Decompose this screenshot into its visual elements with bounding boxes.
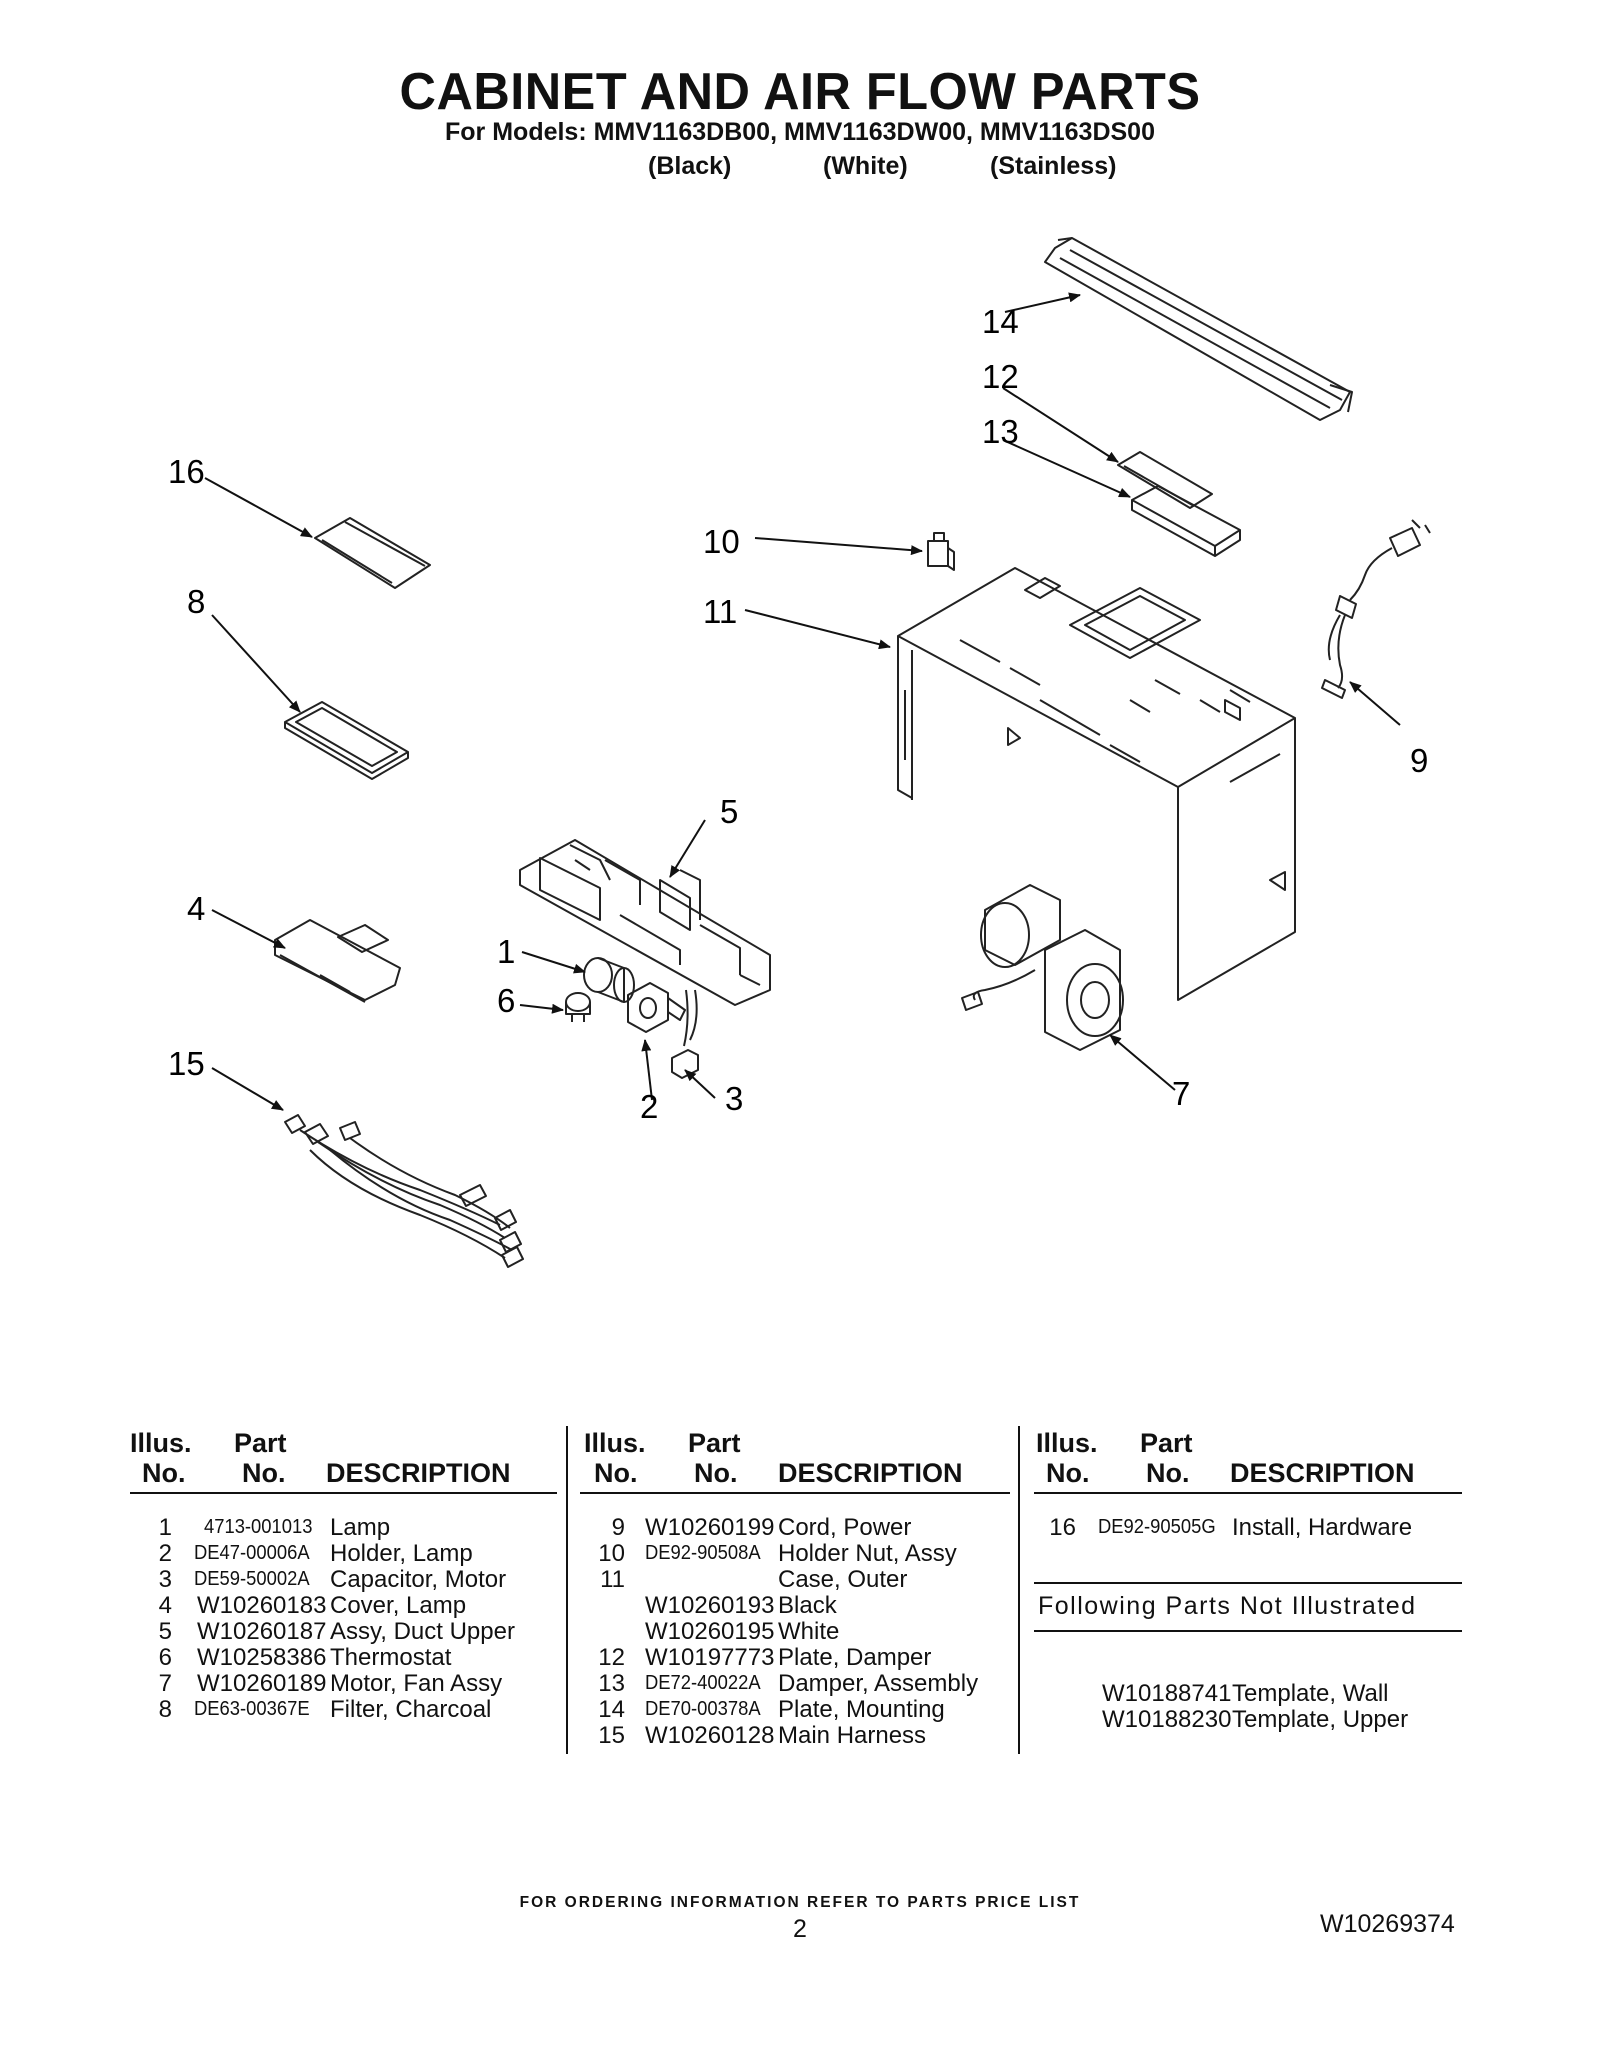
part-fan-motor bbox=[961, 884, 1124, 1051]
callout-5: 5 bbox=[720, 793, 738, 830]
callout-8: 8 bbox=[187, 583, 205, 620]
header-description: DESCRIPTION bbox=[778, 1458, 963, 1488]
header-rule bbox=[1034, 1492, 1462, 1494]
callout-2: 2 bbox=[640, 1088, 658, 1125]
ordering-note: FOR ORDERING INFORMATION REFER TO PARTS … bbox=[519, 1894, 1081, 1911]
page-number: 2 bbox=[793, 1915, 807, 1943]
column-divider bbox=[566, 1426, 568, 1754]
header-part: Part bbox=[688, 1428, 741, 1458]
callout-3: 3 bbox=[725, 1080, 743, 1117]
part-mounting-plate bbox=[1044, 237, 1353, 421]
section-rule bbox=[1034, 1630, 1462, 1632]
header-description: DESCRIPTION bbox=[1230, 1458, 1415, 1488]
document-number: W10269374 bbox=[1320, 1910, 1455, 1938]
callout-11: 11 bbox=[703, 593, 737, 630]
part-charcoal-filter bbox=[284, 701, 409, 780]
not-illustrated-heading: Following Parts Not Illustrated bbox=[1038, 1592, 1417, 1620]
callout-10: 10 bbox=[703, 523, 740, 560]
part-thermostat bbox=[565, 992, 591, 1022]
part-damper-assembly bbox=[1131, 485, 1241, 557]
callout-6: 6 bbox=[497, 982, 515, 1019]
part-lamp-cover bbox=[274, 919, 401, 1003]
color-label-stainless: (Stainless) bbox=[990, 152, 1117, 180]
header-illus: Illus. bbox=[1036, 1428, 1098, 1458]
color-label-white: (White) bbox=[823, 152, 908, 180]
part-duct-upper bbox=[519, 839, 771, 1006]
part-capacitor bbox=[671, 989, 699, 1079]
part-power-cord bbox=[1321, 519, 1431, 699]
header-part-no: No. bbox=[694, 1458, 738, 1488]
part-lamp bbox=[583, 957, 635, 1003]
callout-numbers: 14 12 13 16 10 11 8 9 5 4 1 6 15 2 3 7 bbox=[168, 303, 1428, 1125]
header-part-no: No. bbox=[1146, 1458, 1190, 1488]
part-hardware-bag bbox=[314, 517, 431, 589]
color-label-black: (Black) bbox=[648, 152, 732, 180]
header-rule bbox=[130, 1492, 557, 1494]
callout-12: 12 bbox=[982, 358, 1019, 395]
header-illus: Illus. bbox=[130, 1428, 192, 1458]
header-illus-no: No. bbox=[142, 1458, 186, 1488]
header-part: Part bbox=[1140, 1428, 1193, 1458]
part-outer-case bbox=[897, 567, 1296, 1001]
header-illus: Illus. bbox=[584, 1428, 646, 1458]
callout-15: 15 bbox=[168, 1045, 205, 1082]
part-main-harness bbox=[284, 1114, 524, 1268]
part-holder-nut bbox=[927, 532, 955, 571]
callout-4: 4 bbox=[187, 890, 205, 927]
part-lamp-holder bbox=[627, 982, 686, 1033]
callout-9: 9 bbox=[1410, 742, 1428, 779]
callout-14: 14 bbox=[982, 303, 1019, 340]
callout-1: 1 bbox=[497, 933, 515, 970]
page-title: CABINET AND AIR FLOW PARTS bbox=[399, 63, 1201, 121]
header-description: DESCRIPTION bbox=[326, 1458, 511, 1488]
section-rule bbox=[1034, 1582, 1462, 1584]
header-illus-no: No. bbox=[1046, 1458, 1090, 1488]
exploded-parts-diagram: 14 12 13 16 10 11 8 9 5 4 1 6 15 2 3 7 bbox=[168, 237, 1431, 1268]
models-line: For Models: MMV1163DB00, MMV1163DW00, MM… bbox=[445, 118, 1155, 146]
header-illus-no: No. bbox=[594, 1458, 638, 1488]
column-divider bbox=[1018, 1426, 1020, 1754]
callout-13: 13 bbox=[982, 413, 1019, 450]
header-part: Part bbox=[234, 1428, 287, 1458]
header-part-no: No. bbox=[242, 1458, 286, 1488]
callout-7: 7 bbox=[1172, 1075, 1190, 1112]
header-rule bbox=[580, 1492, 1010, 1494]
callout-16: 16 bbox=[168, 453, 205, 490]
leader-lines bbox=[204, 292, 1401, 1111]
